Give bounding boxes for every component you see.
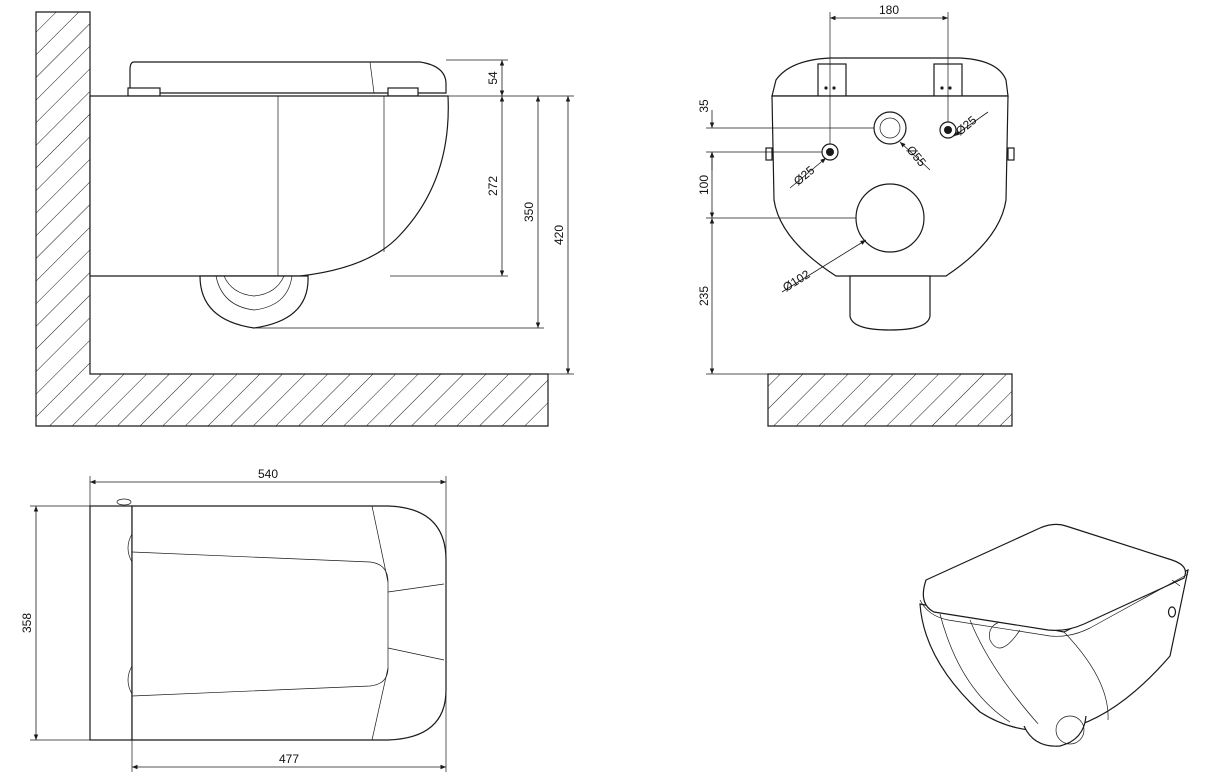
bowl-body <box>89 95 449 277</box>
outlet-horn <box>199 275 309 329</box>
perspective-view <box>919 523 1189 747</box>
rear-outlet <box>849 275 931 331</box>
dim-bolt-spacing: 180 <box>879 3 899 17</box>
rear-bowl <box>771 95 1009 277</box>
dim-hole-offset: 35 <box>697 99 711 113</box>
top-seat-insert <box>131 551 389 697</box>
rear-seat <box>771 57 1009 97</box>
rear-view: 180 35 100 235 Ø25 Ø55 Ø25 Ø102 <box>697 3 1015 427</box>
dim-width: 358 <box>20 613 34 633</box>
dim-bowl-length: 477 <box>279 752 299 766</box>
dim-outlet-height: 350 <box>522 202 536 222</box>
dim-seat-height: 54 <box>486 71 500 85</box>
dim-total-height: 420 <box>552 225 566 245</box>
top-view: 540 358 477 <box>20 467 447 772</box>
label-waste-outlet: Ø102 <box>780 267 813 295</box>
dim-outlet-floor-height: 235 <box>697 286 711 306</box>
perspective-lid <box>922 523 1187 631</box>
dim-overall-length: 540 <box>258 467 278 481</box>
top-bowl <box>131 505 447 741</box>
dim-outlet-offset: 100 <box>697 175 711 195</box>
seat-lid <box>129 61 447 94</box>
side-fixing-hole <box>1167 606 1177 618</box>
top-wall-plate <box>89 505 133 741</box>
floor-hatch-rear <box>767 373 1013 427</box>
dim-bowl-height: 272 <box>486 176 500 196</box>
side-view: 54 272 350 420 <box>35 11 574 427</box>
